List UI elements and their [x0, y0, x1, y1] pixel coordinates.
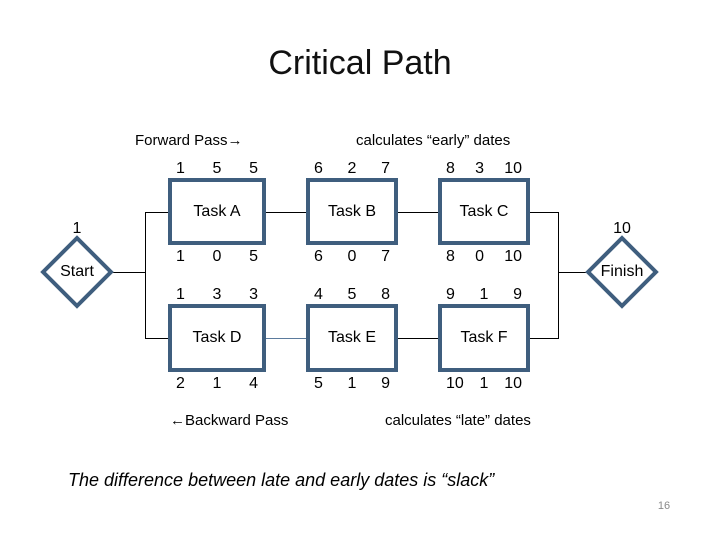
late-finish: 10 [504, 375, 522, 392]
connector-b-to-c [398, 212, 438, 213]
task-label: Task B [327, 202, 376, 220]
finish-late-date: 10 [613, 220, 631, 237]
duration: 5 [212, 160, 222, 177]
connector-d-to-e [266, 338, 306, 339]
late-finish: 7 [381, 248, 390, 265]
late-start: 6 [314, 248, 323, 265]
early-finish: 7 [381, 160, 390, 177]
connector-e-to-f [398, 338, 438, 339]
task-label: Task A [193, 202, 241, 220]
connector-left-branch-vertical [145, 212, 146, 339]
duration: 2 [347, 160, 357, 177]
connector-f-to-merge [530, 338, 558, 339]
late-finish: 10 [504, 248, 522, 265]
task-box-f: Task F [438, 304, 530, 372]
task-a-late-dates: 1 0 5 [168, 248, 266, 266]
late-start: 2 [176, 375, 185, 392]
task-box-e: Task E [306, 304, 398, 372]
slack: 1 [212, 375, 222, 392]
early-start: 4 [314, 286, 323, 303]
early-finish: 5 [249, 160, 258, 177]
slack: 0 [475, 248, 484, 265]
task-f-early-dates: 9 1 9 [438, 286, 530, 304]
early-finish: 8 [381, 286, 390, 303]
task-b-early-dates: 6 2 7 [306, 160, 398, 178]
duration: 1 [479, 286, 489, 303]
late-finish: 9 [381, 375, 390, 392]
late-finish: 5 [249, 248, 258, 265]
slack: 1 [347, 375, 357, 392]
task-label: Task F [460, 329, 508, 346]
slack: 0 [212, 248, 222, 265]
connector-branch-to-task-a [145, 212, 168, 213]
early-start: 1 [176, 160, 185, 177]
duration: 3 [475, 160, 484, 177]
task-f-late-dates: 10 1 10 [438, 375, 530, 393]
late-start: 1 [176, 248, 185, 265]
connector-a-to-b [266, 212, 306, 213]
task-box-a: Task A [168, 178, 266, 245]
task-label: Task C [459, 202, 509, 220]
task-box-d: Task D [168, 304, 266, 372]
backward-pass-label: ←Backward Pass [170, 412, 289, 429]
duration: 5 [347, 286, 357, 303]
late-start: 10 [446, 375, 464, 392]
connector-start-to-branch [112, 272, 146, 273]
task-label: Task E [327, 329, 376, 346]
task-box-b: Task B [306, 178, 398, 245]
start-label: Start [60, 263, 94, 280]
connector-branch-to-task-d [145, 338, 168, 339]
slack: 1 [479, 375, 489, 392]
early-finish: 3 [249, 286, 258, 303]
connector-right-merge-vertical [558, 212, 559, 339]
late-start: 8 [446, 248, 455, 265]
task-label: Task D [192, 329, 242, 346]
finish-label: Finish [600, 263, 644, 280]
duration: 3 [212, 286, 222, 303]
task-d-late-dates: 2 1 4 [168, 375, 266, 393]
early-finish: 10 [504, 160, 522, 177]
slide-title: Critical Path [268, 44, 452, 82]
connector-merge-to-finish [558, 272, 592, 273]
task-d-early-dates: 1 3 3 [168, 286, 266, 304]
late-dates-label: calculates “late” dates [385, 412, 531, 429]
task-a-early-dates: 1 5 5 [168, 160, 266, 178]
early-start: 1 [176, 286, 185, 303]
early-start: 9 [446, 286, 455, 303]
early-start: 6 [314, 160, 323, 177]
task-box-c: Task C [438, 178, 530, 245]
finish-milestone: Finish [585, 235, 659, 309]
start-early-date: 1 [72, 220, 82, 237]
forward-pass-label: Forward Pass→ [135, 132, 243, 149]
page-number: 16 [657, 500, 671, 512]
task-c-late-dates: 8 0 10 [438, 248, 530, 266]
task-b-late-dates: 6 0 7 [306, 248, 398, 266]
early-dates-label: calculates “early” dates [356, 132, 511, 149]
early-start: 8 [446, 160, 455, 177]
start-milestone: Start [40, 235, 114, 309]
early-finish: 9 [513, 286, 522, 303]
late-start: 5 [314, 375, 323, 392]
task-e-early-dates: 4 5 8 [306, 286, 398, 304]
connector-c-to-merge [530, 212, 558, 213]
task-c-early-dates: 8 3 10 [438, 160, 530, 178]
task-e-late-dates: 5 1 9 [306, 375, 398, 393]
late-finish: 4 [249, 375, 258, 392]
slack-footnote: The difference between late and early da… [68, 470, 495, 490]
slack: 0 [347, 248, 357, 265]
